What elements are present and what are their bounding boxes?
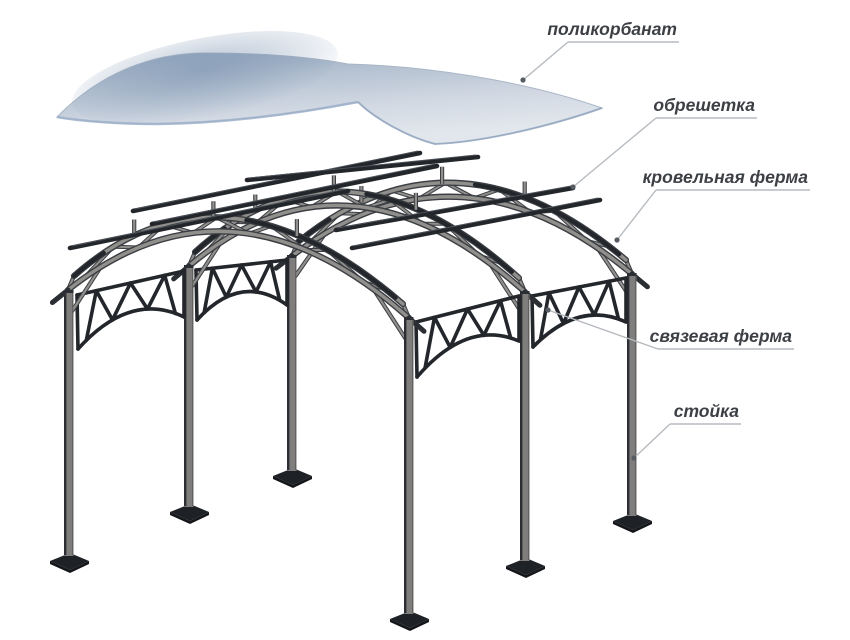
label-text-roof-truss: кровельная ферма xyxy=(643,167,809,187)
leader-line xyxy=(572,117,657,188)
leader-dot xyxy=(570,184,576,190)
roof-truss-front xyxy=(49,201,427,346)
leader-dot xyxy=(631,455,637,461)
leader-line xyxy=(616,189,657,241)
purlin-bar xyxy=(333,185,576,233)
bracing-truss-right-rear xyxy=(530,276,628,349)
post-middle-right xyxy=(506,291,545,578)
polycarbonate-sheet xyxy=(55,31,604,146)
leader-dot xyxy=(545,307,551,313)
purlin-bar xyxy=(244,154,481,183)
leader-line xyxy=(633,423,671,459)
bracing-truss-right-front xyxy=(414,294,521,379)
post-front-right xyxy=(390,317,429,631)
purlin-bar xyxy=(67,188,351,251)
label-text-lathing: обрешетка xyxy=(653,95,755,115)
lathing-purlins xyxy=(67,150,603,251)
label-text-post: стойка xyxy=(674,401,740,421)
post-front-left xyxy=(50,290,89,573)
label-roof-truss: кровельная ферма xyxy=(614,167,810,243)
purlin-bar xyxy=(149,163,440,227)
leader-dot xyxy=(520,77,526,83)
label-post: стойка xyxy=(631,401,741,461)
part-labels: поликорбанат обрешетка кровельная ферма свя… xyxy=(520,19,810,461)
leader-line xyxy=(547,309,659,350)
post-rear-right xyxy=(613,273,652,533)
label-bracing-truss: связевая ферма xyxy=(545,307,794,350)
purlin-bar xyxy=(349,197,603,251)
label-text-polycarbonate: поликорбанат xyxy=(547,19,677,39)
leader-dot xyxy=(614,237,620,243)
label-lathing: обрешетка xyxy=(570,95,757,190)
label-text-bracing-truss: связевая ферма xyxy=(650,326,793,346)
purlin-bar xyxy=(130,150,423,214)
leader-line xyxy=(522,41,569,81)
label-polycarbonate: поликорбанат xyxy=(520,19,679,83)
